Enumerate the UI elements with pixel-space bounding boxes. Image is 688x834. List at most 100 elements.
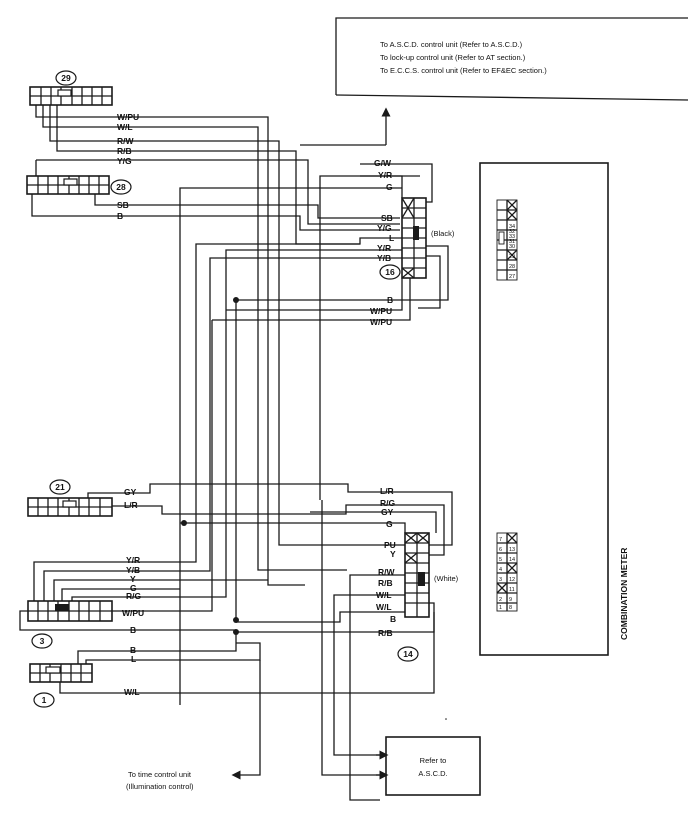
svg-text:21: 21 (55, 482, 65, 492)
c14-pin-b: B (390, 614, 396, 624)
time-control-line-2: (Illumination control) (126, 782, 194, 791)
c3-wire-y-r: Y/R (126, 555, 140, 565)
c16-pin-y-r: Y/R (378, 170, 392, 180)
c16-pin-b: B (387, 295, 393, 305)
c16-pin-w-pu-1: W/PU (370, 306, 392, 316)
c14-pin-r-b-2: R/B (378, 628, 393, 638)
combination-meter-label: COMBINATION METER (619, 548, 629, 640)
meter-term-4: 4 (499, 567, 502, 573)
connector-21-badge: 21 (49, 479, 71, 495)
c16-pin-y-r-2: Y/R (377, 243, 391, 253)
c14-pin-y: Y (390, 549, 396, 559)
connector-21: 21 (27, 479, 113, 517)
meter-term-7: 7 (499, 537, 502, 543)
connector-14: (White) 14 (397, 532, 459, 662)
wire-label-w-l: W/L (117, 122, 133, 132)
svg-text:29: 29 (61, 73, 71, 83)
c3-wire-g: G (130, 583, 137, 593)
c1-wire-b: B (130, 645, 136, 655)
connector-16-badge: 16 (379, 264, 401, 280)
wire-label-r-w: R/W (117, 136, 135, 146)
wire-label-b: B (117, 211, 123, 221)
c16-pin-y-g: Y/G (377, 223, 392, 233)
c16-pin-w-pu-2: W/PU (370, 317, 392, 327)
wire-label-r-b: R/B (117, 146, 132, 156)
c16-pin-g: G (386, 182, 393, 192)
meter-lower-terminals: 7 6 5 4 3 2 1 13 14 12 11 9 8 (496, 532, 518, 612)
c21-wire-gy: GY (124, 487, 137, 497)
connector-1: 1 (29, 663, 93, 708)
top-note-line-1: To A.S.C.D. control unit (Refer to A.S.C… (380, 40, 523, 49)
time-control-line-1: To time control unit (128, 770, 192, 779)
c3-wire-y: Y (130, 574, 136, 584)
meter-term-3: 3 (499, 577, 502, 583)
c21-wire-l-r: L/R (124, 500, 138, 510)
svg-text:3: 3 (40, 636, 45, 646)
c16-pin-y-b: Y/B (377, 253, 391, 263)
meter-term-5: 5 (499, 557, 502, 563)
c14-pin-w-l-1: W/L (376, 590, 392, 600)
meter-term-34: 34 (509, 224, 515, 230)
svg-text:1: 1 (42, 695, 47, 705)
wire-label-y-g: Y/G (117, 156, 132, 166)
meter-term-12: 12 (509, 577, 515, 583)
top-note-line-2: To lock-up control unit (Refer to AT sec… (380, 53, 526, 62)
meter-term-30: 30 (509, 244, 515, 250)
c16-pin-sb: SB (381, 213, 393, 223)
c3-wire-b: B (130, 625, 136, 635)
top-note-line-3: To E.C.C.S. control unit (Refer to EF&EC… (380, 66, 547, 75)
meter-term-13: 13 (509, 547, 515, 553)
c3-wire-w-pu: W/PU (122, 608, 144, 618)
c16-pin-g-w: G/W (374, 158, 392, 168)
connector-29-badge: 29 (55, 70, 77, 86)
c14-pin-r-b: R/B (378, 578, 393, 588)
meter-upper-terminals: 34 33 32 31 30 29 28 27 (496, 199, 518, 281)
meter-term-31: 31 (509, 239, 515, 245)
c14-pin-l-r: L/R (380, 486, 394, 496)
meter-term-1: 1 (499, 605, 502, 611)
ascd-box-line-1: Refer to (420, 756, 447, 765)
wire-label-w-pu: W/PU (117, 112, 139, 122)
c1-wire-l: L (131, 654, 136, 664)
c14-pin-w-l-2: W/L (376, 602, 392, 612)
connector-28: 28 (26, 175, 132, 195)
meter-term-9: 9 (509, 597, 512, 603)
meter-term-6: 6 (499, 547, 502, 553)
top-note-box: To A.S.C.D. control unit (Refer to A.S.C… (335, 17, 688, 101)
connector-16-color: (Black) (431, 229, 455, 238)
c1-wire-w-l: W/L (124, 687, 140, 697)
meter-term-2: 2 (499, 597, 502, 603)
meter-term-11: 11 (509, 587, 515, 593)
c3-wire-y-b: Y/B (126, 565, 140, 575)
meter-term-27: 27 (509, 274, 515, 280)
meter-term-14: 14 (509, 557, 515, 563)
connector-3-badge: 3 (31, 633, 53, 649)
meter-term-33: 33 (509, 234, 515, 240)
meter-term-28: 28 (509, 264, 515, 270)
c14-pin-gy: GY (381, 507, 394, 517)
svg-text:16: 16 (385, 267, 395, 277)
connector-1-badge: 1 (33, 692, 55, 708)
svg-text:14: 14 (403, 649, 413, 659)
ascd-box-line-2: A.S.C.D. (418, 769, 447, 778)
meter-term-32: 32 (509, 229, 515, 235)
c14-pin-r-g: R/G (380, 498, 396, 508)
c14-pin-r-w: R/W (378, 567, 396, 577)
combination-meter: COMBINATION METER 34 33 32 31 30 29 28 2… (479, 162, 629, 656)
connector-28-badge: 28 (110, 179, 132, 195)
wire-label-sb: SB (117, 200, 129, 210)
ascd-reference-box: Refer to A.S.C.D. (385, 736, 481, 796)
connector-3: 3 (27, 600, 113, 649)
meter-term-29: 29 (509, 254, 515, 260)
c14-pin-g: G (386, 519, 393, 529)
connector-29: 29 (29, 70, 113, 106)
connector-14-color: (White) (434, 574, 459, 583)
c3-wire-r-g: R/G (126, 591, 142, 601)
c16-pin-l: L (389, 233, 394, 243)
arrow-to-time-control (231, 660, 261, 780)
connector-14-badge: 14 (397, 646, 419, 662)
meter-term-8: 8 (509, 605, 512, 611)
c14-pin-pu: PU (384, 540, 396, 550)
svg-text:28: 28 (116, 182, 126, 192)
